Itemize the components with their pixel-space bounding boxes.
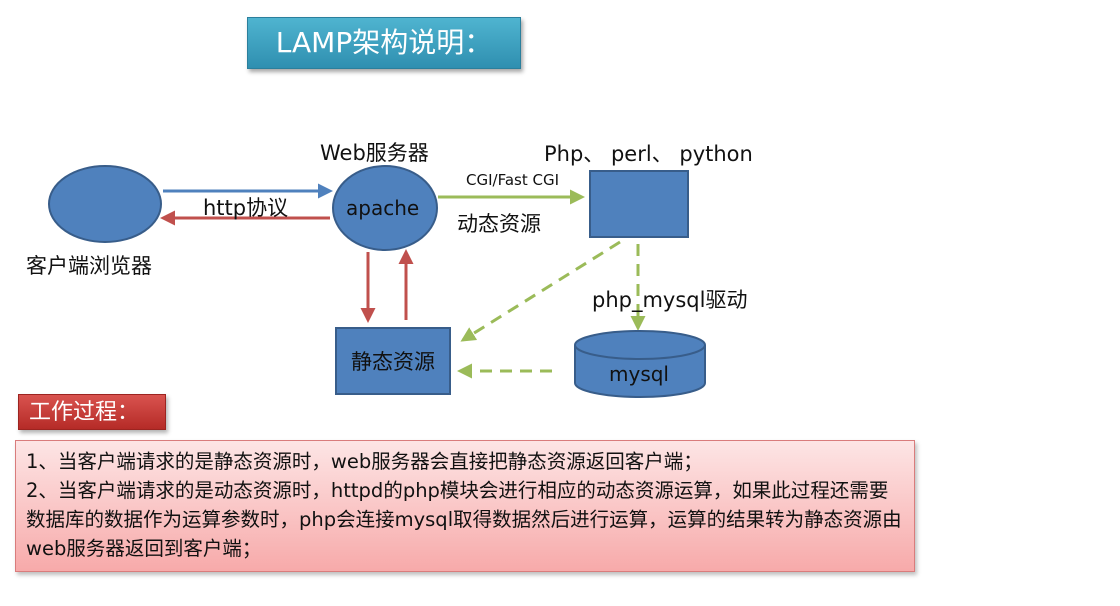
web-server-label: Web服务器	[320, 141, 429, 165]
process-heading: 工作过程：	[18, 394, 166, 430]
dynamic-resource-label: 动态资源	[457, 212, 541, 236]
php-mysql-driver-label: php_mysql驱动	[592, 288, 748, 312]
php-to-static-dashed-arrow	[460, 240, 621, 342]
browser-node	[48, 165, 162, 243]
browser-label: 客户端浏览器	[26, 254, 152, 278]
process-description: 1、当客户端请求的是静态资源时，web服务器会直接把静态资源返回客户端； 2、当…	[15, 440, 915, 572]
cgi-label: CGI/Fast CGI	[466, 171, 560, 189]
mysql-label: mysql	[609, 362, 669, 386]
page-title: LAMP架构说明：	[247, 17, 521, 69]
mysql-node	[574, 330, 706, 398]
apache-node	[332, 165, 438, 251]
http-protocol-label: http协议	[203, 196, 289, 220]
process-line-1: 1、当客户端请求的是静态资源时，web服务器会直接把静态资源返回客户端；	[26, 450, 703, 473]
apache-label: apache	[346, 196, 420, 220]
process-line-2: 2、当客户端请求的是动态资源时，httpd的php模块会进行相应的动态资源运算，…	[26, 479, 902, 560]
static-resource-node: 静态资源	[335, 327, 451, 395]
php-group-label: Php、 perl、 python	[544, 142, 753, 166]
php-node	[589, 170, 689, 238]
